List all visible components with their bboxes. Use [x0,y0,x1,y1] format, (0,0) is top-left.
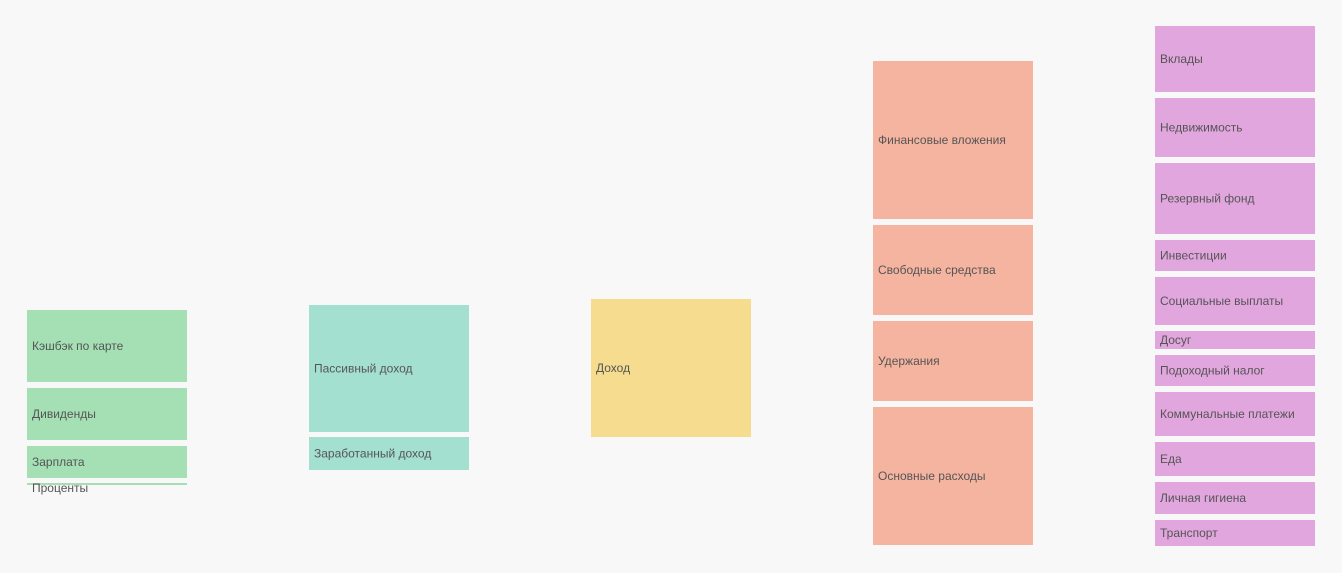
node-tax [1155,355,1315,386]
link-basic-to-transport [1033,518,1155,546]
link-free-to-leisure [1033,296,1155,349]
node-free [873,225,1033,315]
node-label-income: Доход [596,361,630,375]
link-cashback-to-passive [187,305,309,382]
node-label-tax: Подоходный налог [1160,364,1265,378]
link-basic-to-food [1033,442,1155,485]
node-passive [309,305,469,432]
node-salary [27,446,187,478]
link-basic-to-utilities [1033,392,1155,451]
node-label-cashback: Кэшбэк по карте [32,339,124,353]
node-income [591,299,751,437]
node-label-basic: Основные расходы [878,469,986,483]
link-income-to-basic [751,381,873,545]
nodes-layer [27,26,1315,546]
labels-layer: Кэшбэк по картеДивидендыЗарплатаПроценты… [32,52,1295,540]
node-label-hygiene: Личная гигиена [1160,491,1246,505]
link-basic-to-hygiene [1033,482,1155,518]
node-utilities [1155,392,1315,436]
node-cashback [27,310,187,382]
link-salary-to-earned [187,437,309,478]
node-realty [1155,98,1315,157]
node-fin [873,61,1033,219]
node-label-social: Социальные выплаты [1160,294,1283,308]
node-deduct [873,321,1033,401]
link-income-to-deduct [751,321,873,401]
node-invest [1155,240,1315,271]
node-interest [27,483,187,485]
node-label-transport: Транспорт [1160,526,1218,540]
link-fin-to-deposits [1033,26,1155,127]
node-label-deduct: Удержания [878,354,940,368]
link-income-to-free [751,225,873,369]
node-label-dividends: Дивиденды [32,407,96,421]
node-transport [1155,520,1315,546]
link-fin-to-realty [1033,98,1155,187]
link-deduct-to-social [1033,277,1155,369]
node-basic [873,407,1033,545]
node-label-food: Еда [1160,452,1182,466]
link-fin-to-invest [1033,187,1155,271]
node-reserve [1155,163,1315,234]
node-deposits [1155,26,1315,92]
node-label-salary: Зарплата [32,455,85,469]
node-label-free: Свободные средства [878,263,996,277]
node-hygiene [1155,482,1315,514]
node-label-reserve: Резервный фонд [1160,192,1254,206]
node-social [1155,277,1315,325]
node-label-earned: Заработанный доход [314,447,431,461]
node-label-invest: Инвестиции [1160,249,1227,263]
node-label-realty: Недвижимость [1160,121,1243,135]
node-dividends [27,388,187,440]
link-interest-to-earned [187,468,309,485]
link-passive-to-income [469,299,591,432]
node-food [1155,442,1315,476]
link-income-to-fin [751,61,873,339]
node-label-leisure: Досуг [1160,333,1192,347]
node-label-fin: Финансовые вложения [878,133,1006,147]
link-free-to-reserve [1033,163,1155,296]
node-leisure [1155,331,1315,349]
link-earned-to-income [469,424,591,470]
node-label-passive: Пассивный доход [314,362,412,376]
node-label-interest: Проценты [32,481,88,495]
node-earned [309,437,469,470]
link-deduct-to-tax [1033,355,1155,401]
node-label-utilities: Коммунальные платежи [1160,407,1295,421]
node-label-deposits: Вклады [1160,52,1203,66]
link-dividends-to-passive [187,378,309,440]
